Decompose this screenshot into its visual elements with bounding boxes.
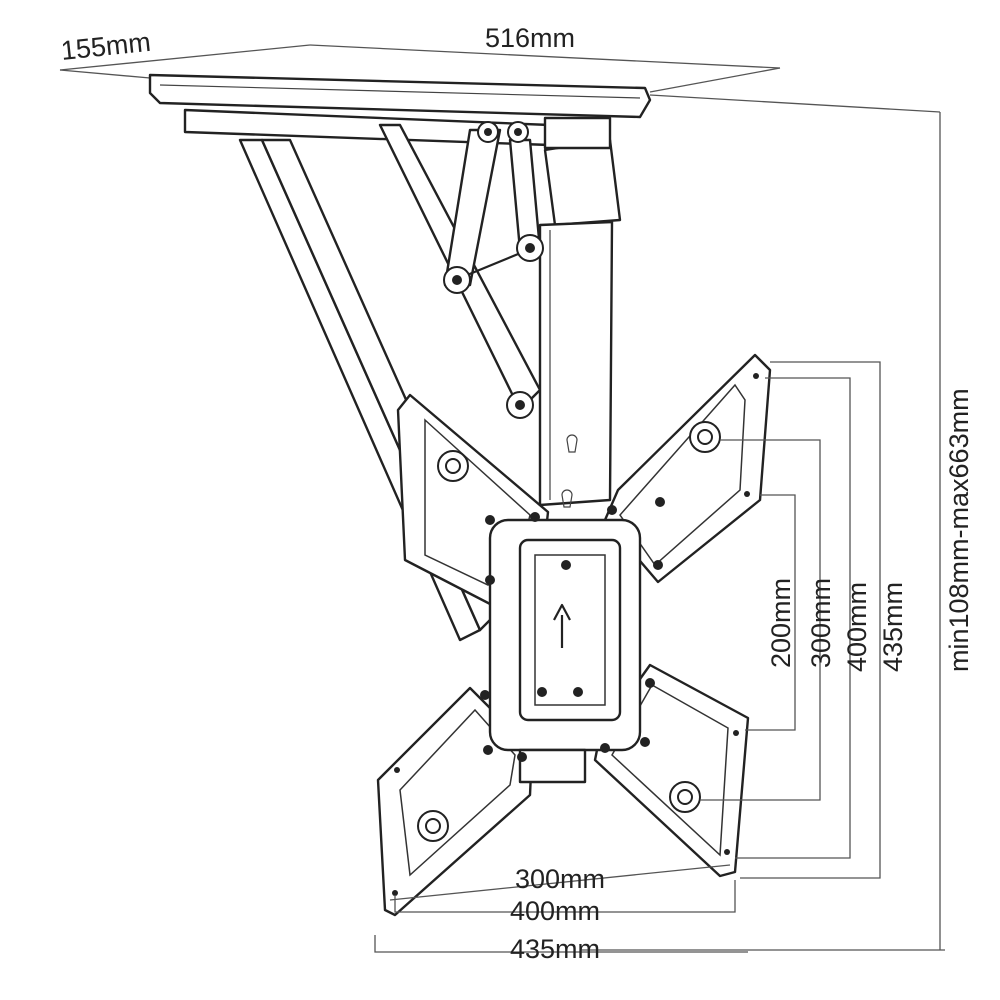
vesa-screws [392,373,759,896]
vertical-200-label: 200mm [766,578,796,668]
vertical-dimension-lines [700,361,881,879]
horizontal-400-label: 400mm [510,896,600,926]
vertical-column [538,220,614,508]
horizontal-dimension-lines [374,864,748,953]
horizontal-435-label: 435mm [510,934,600,964]
vertical-400-label: 400mm [842,582,872,672]
vertical-435-label: 435mm [878,582,908,672]
vertical-300-label: 300mm [806,578,836,668]
top-dimension-lines [59,44,945,951]
up-arrow-icon [553,603,571,648]
vesa-plate [376,353,772,917]
width-label: 516mm [485,23,575,53]
pivot-joints [443,121,544,419]
ceiling-plate [148,73,652,150]
depth-label: 155mm [59,27,152,66]
horizontal-300-label: 300mm [515,864,605,894]
drop-height-label: min108mm-max663mm [944,388,974,672]
